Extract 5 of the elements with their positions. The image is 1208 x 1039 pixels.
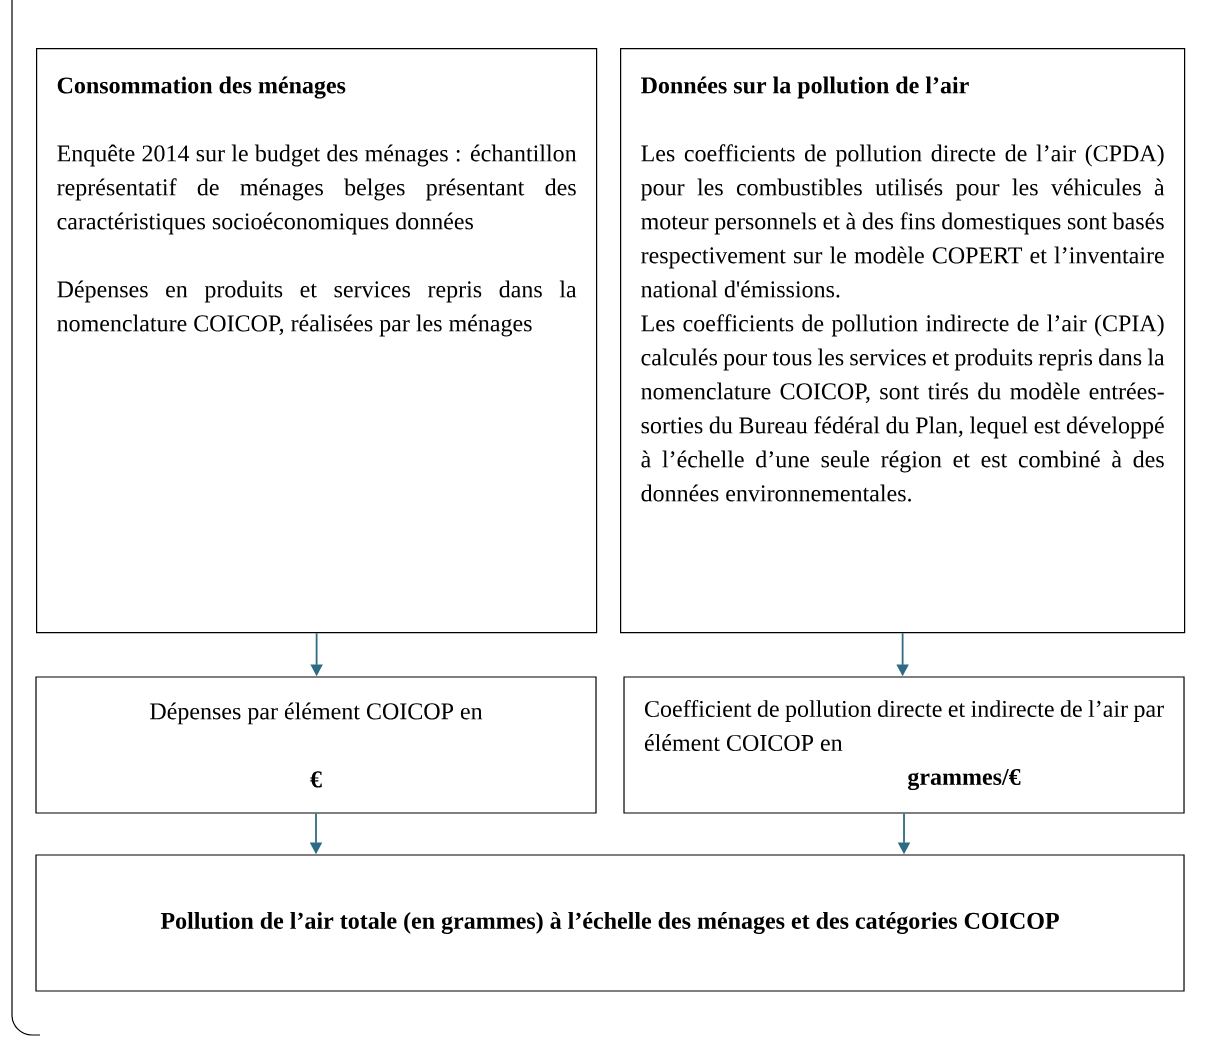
text-box: Coefficient de pollution directe et indirecte de l’air par élément COICOP en grammes/€ (623, 676, 1185, 814)
text-box: Consommation des ménages Enquête 2014 sur le budget des ménages : échantillon représentatif de ménages belges présentant des caractéristiques socioéconomiques données Dépenses en produits et services repris dans la nomenclature COICOP, réalisées par les ménages (36, 48, 598, 634)
text-box: Dépenses par élément COICOP en € (35, 676, 597, 814)
text-box: Pollution de l’air totale (en grammes) à l’échelle des ménages et des catégories COICOP (35, 854, 1185, 992)
text-box: Données sur la pollution de l’air Les coefficients de pollution directe de l’air (CPDA) pour les combustibles utilisés pour les véhicules à moteur personnels et à des fins domestiques sont basés respectivement sur le modèle COPERT et l’inventaire national d'émissions. Les coefficients de pollution indirecte de l’air (CPIA) calculés pour tous les services et produits repris dans la nomenclature COICOP, sont tirés du modèle entrées-sorties du Bureau fédéral du Plan, lequel est développé à l’échelle d’une seule région et est combiné à des données environnementales. (620, 48, 1186, 634)
